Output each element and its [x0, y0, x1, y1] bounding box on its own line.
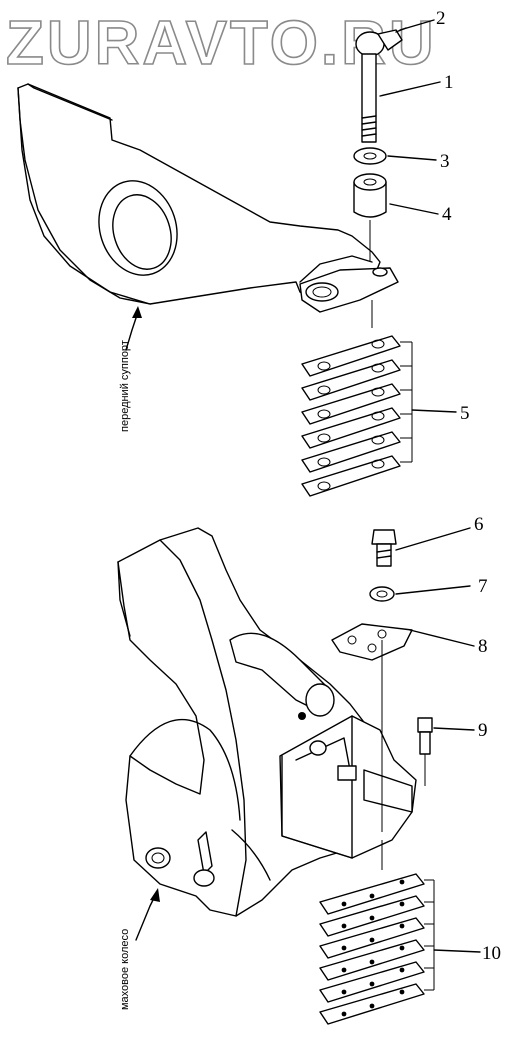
part-10-shim-stack — [319, 873, 435, 1025]
leader-7 — [395, 585, 471, 595]
callout-7: 7 — [478, 576, 488, 597]
shim-plate — [319, 983, 434, 1025]
part-1-bolt — [361, 53, 377, 143]
callout-1: 1 — [444, 72, 454, 93]
front-support-bracket — [17, 83, 399, 313]
leader-5 — [411, 409, 457, 413]
part-6-bolt — [371, 529, 397, 567]
part-9-bolt — [417, 717, 433, 786]
part-3-washer — [353, 147, 387, 165]
callout-4: 4 — [442, 204, 452, 225]
shim-plate — [301, 407, 412, 449]
leader-3 — [387, 155, 437, 161]
callout-2: 2 — [436, 8, 446, 29]
part-7-washer — [369, 586, 395, 602]
leader-4 — [389, 203, 439, 215]
part-2-clip — [355, 27, 407, 57]
arrow-front-support — [132, 306, 142, 318]
label-flywheel: маховое колесо — [119, 929, 131, 1010]
callout-6: 6 — [474, 514, 484, 535]
leader-2 — [399, 19, 435, 31]
shim-plate — [301, 455, 412, 497]
shim-plate — [319, 939, 434, 981]
shim-plate — [301, 383, 412, 425]
arrow-flywheel — [150, 888, 160, 902]
leader-8 — [409, 629, 475, 647]
shim-plate — [301, 431, 412, 473]
flywheel-housing — [117, 527, 417, 917]
callout-9: 9 — [478, 720, 488, 741]
leader-1 — [379, 81, 441, 97]
shim-plate — [301, 359, 412, 401]
label-front-support: передний суппорт — [119, 340, 131, 432]
shim-plate — [319, 917, 434, 959]
callout-5: 5 — [460, 403, 470, 424]
shim-plate — [319, 873, 434, 915]
callout-3: 3 — [440, 151, 450, 172]
callout-8: 8 — [478, 636, 488, 657]
part-5-shim-stack — [301, 335, 413, 497]
leader-10 — [433, 949, 481, 953]
shim-plate — [319, 961, 434, 1003]
callout-10: 10 — [482, 943, 501, 964]
part-8-plate — [331, 623, 413, 832]
leader-9 — [433, 727, 475, 731]
leader-flywheel — [135, 893, 157, 941]
part-4-sleeve — [353, 173, 387, 262]
leader-6 — [395, 527, 471, 551]
shim-plate — [301, 335, 412, 377]
shim-plate — [319, 895, 434, 937]
